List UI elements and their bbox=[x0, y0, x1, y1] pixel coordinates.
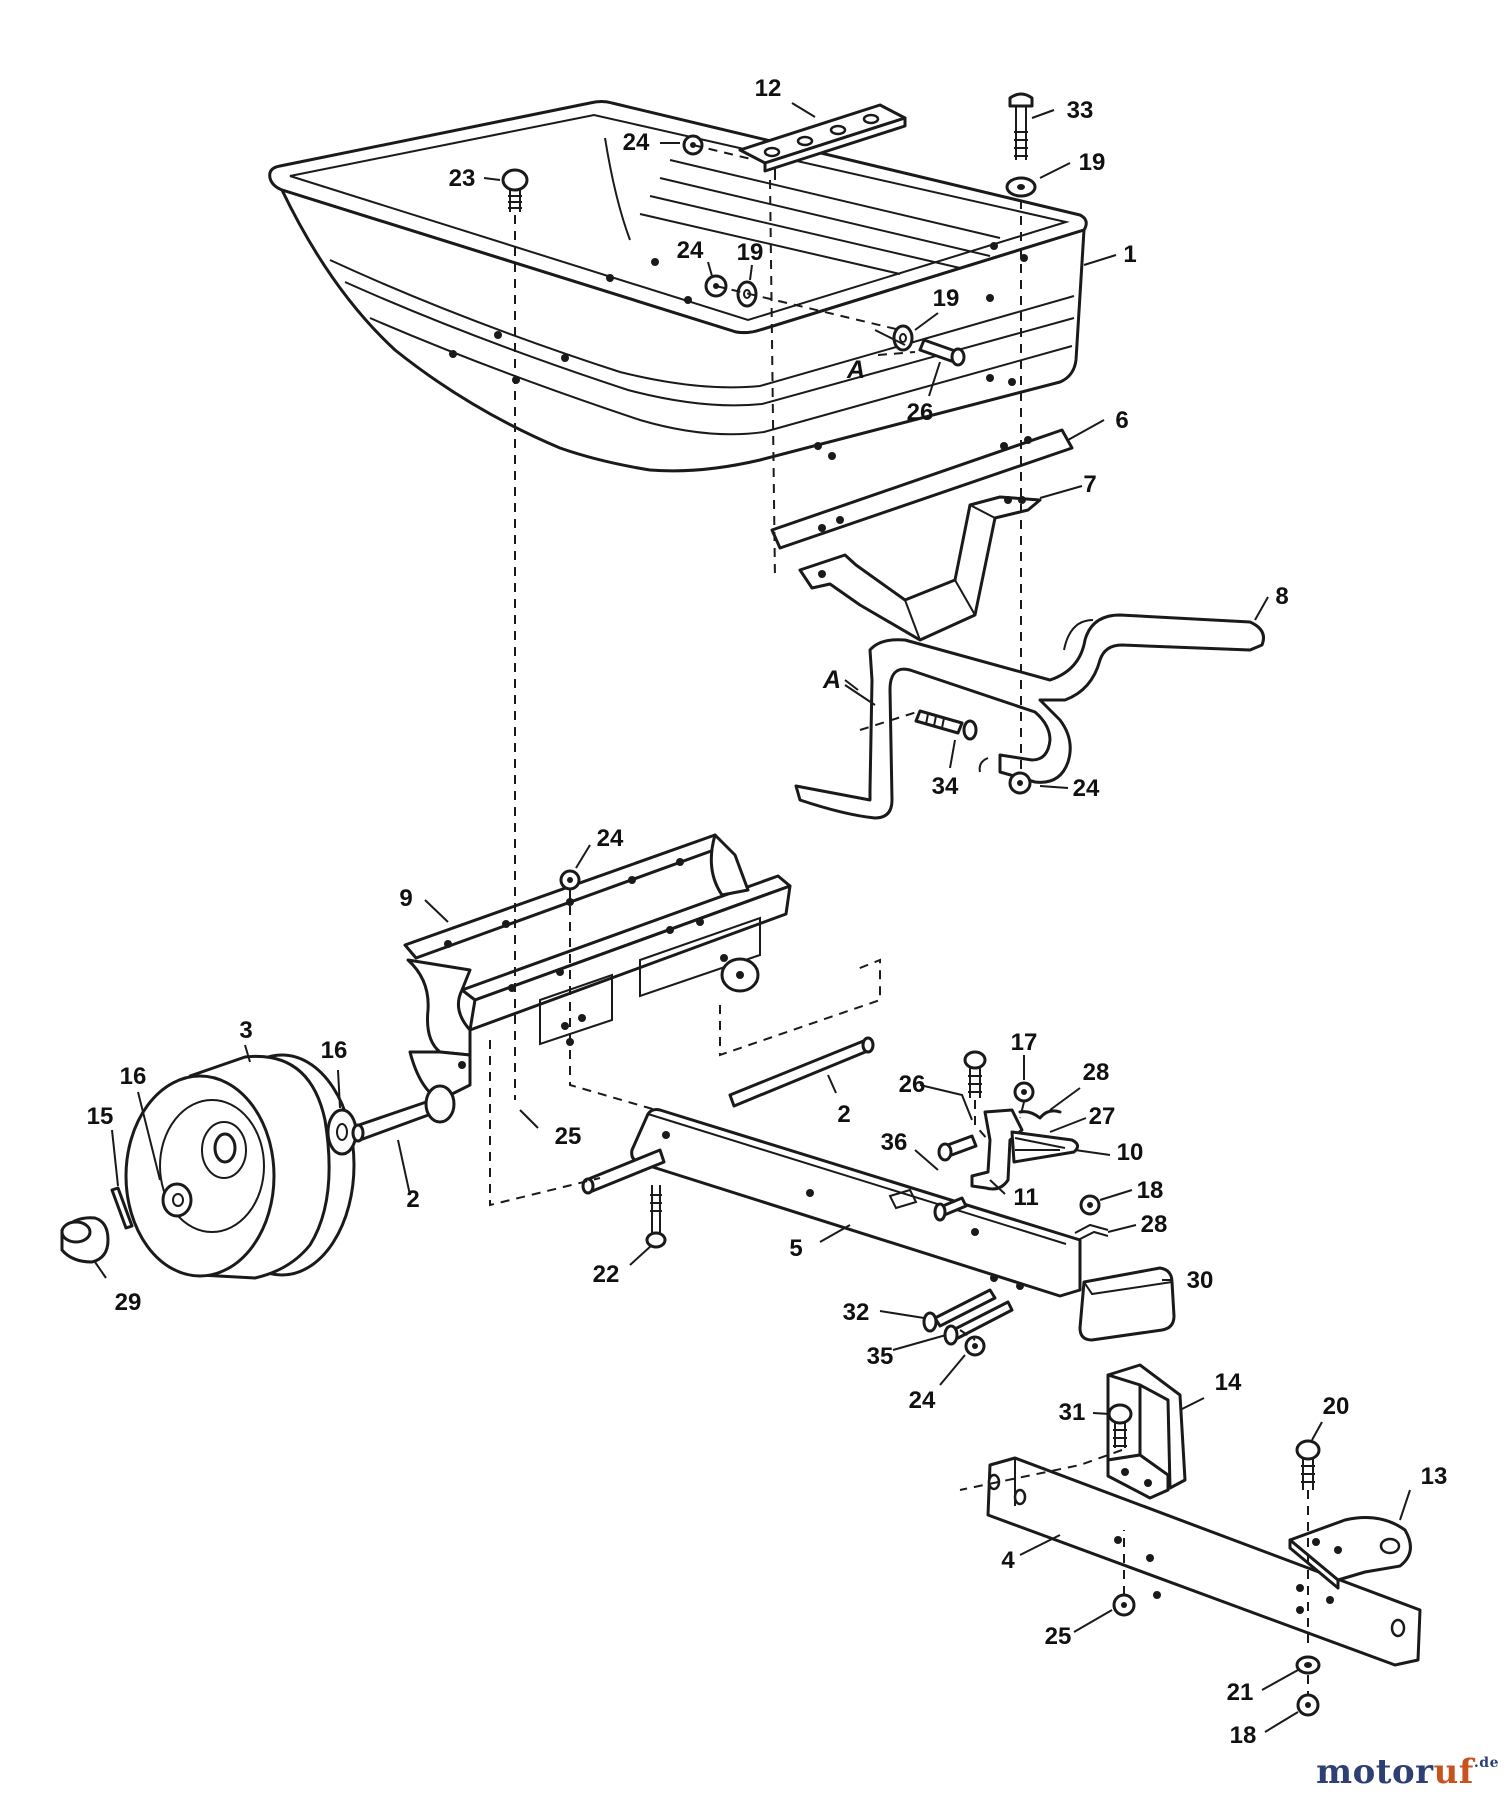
callout-19-mid: 19 bbox=[737, 239, 764, 266]
callout-20: 20 bbox=[1323, 1393, 1350, 1420]
callout-22: 22 bbox=[593, 1261, 620, 1288]
axle-2-left bbox=[351, 1084, 456, 1143]
callout-18-crossbar: 18 bbox=[1230, 1722, 1257, 1749]
strip-6 bbox=[770, 428, 1074, 550]
watermark-logo: motoruf.de bbox=[1316, 1752, 1499, 1792]
callout-28-upper: 28 bbox=[1083, 1059, 1110, 1086]
callout-24-frame: 24 bbox=[597, 825, 624, 852]
callout-16-hub: 16 bbox=[120, 1063, 147, 1090]
callout-30: 30 bbox=[1187, 1267, 1214, 1294]
latch-assembly bbox=[933, 1050, 1109, 1241]
callout-29: 29 bbox=[115, 1289, 142, 1316]
callout-2-right: 2 bbox=[837, 1101, 850, 1128]
callout-31: 31 bbox=[1059, 1399, 1086, 1426]
callout-26-latch: 26 bbox=[899, 1071, 926, 1098]
callout-13: 13 bbox=[1421, 1463, 1448, 1490]
callout-25-frame: 25 bbox=[555, 1123, 582, 1150]
cap-30 bbox=[1078, 1266, 1176, 1342]
reference-letter-a-handle: A bbox=[822, 666, 841, 694]
callout-8: 8 bbox=[1275, 583, 1288, 610]
watermark-brand-main: motor bbox=[1316, 1752, 1434, 1792]
callout-9: 9 bbox=[399, 885, 412, 912]
callout-6: 6 bbox=[1115, 407, 1128, 434]
callout-19-top: 19 bbox=[1079, 149, 1106, 176]
callout-23: 23 bbox=[449, 165, 476, 192]
plate-13 bbox=[1288, 1516, 1412, 1590]
callout-18-latch: 18 bbox=[1137, 1177, 1164, 1204]
reference-letter-a-hopper: A bbox=[846, 356, 865, 384]
crossbar-4 bbox=[986, 1456, 1422, 1667]
callout-21: 21 bbox=[1227, 1679, 1254, 1706]
leader-lines bbox=[94, 102, 1411, 1733]
callout-10: 10 bbox=[1117, 1139, 1144, 1166]
handle-hardware bbox=[914, 709, 1032, 795]
callout-25-crossbar: 25 bbox=[1045, 1623, 1072, 1650]
callout-15: 15 bbox=[87, 1103, 114, 1130]
callout-33: 33 bbox=[1067, 97, 1094, 124]
plate-12 bbox=[738, 103, 907, 180]
callout-19-right: 19 bbox=[933, 285, 960, 312]
lower-hardware bbox=[922, 1288, 1014, 1357]
hopper bbox=[268, 100, 1088, 473]
assembly-lines bbox=[489, 144, 1309, 1695]
callout-34: 34 bbox=[932, 773, 959, 800]
axle-2-right bbox=[728, 1036, 875, 1108]
callout-7: 7 bbox=[1083, 471, 1096, 498]
callout-5: 5 bbox=[789, 1235, 802, 1262]
callout-24-top: 24 bbox=[623, 129, 650, 156]
callout-14: 14 bbox=[1215, 1369, 1242, 1396]
callout-26-hopper: 26 bbox=[907, 399, 934, 426]
callout-3: 3 bbox=[239, 1017, 252, 1044]
callout-12: 12 bbox=[755, 75, 782, 102]
bracket-14 bbox=[1106, 1363, 1187, 1500]
callout-36: 36 bbox=[881, 1129, 908, 1156]
callout-4: 4 bbox=[1001, 1547, 1015, 1574]
watermark-brand-tld: .de bbox=[1473, 1755, 1499, 1771]
callout-labels: 12 33 24 19 23 1 24 19 19 26 6 7 8 34 24… bbox=[87, 75, 1448, 1749]
callout-24-tube: 24 bbox=[909, 1387, 936, 1414]
frame-9 bbox=[403, 833, 792, 1102]
callout-27: 27 bbox=[1089, 1103, 1116, 1130]
callout-1: 1 bbox=[1123, 241, 1136, 268]
callout-35: 35 bbox=[867, 1343, 894, 1370]
hub-hardware bbox=[60, 1108, 358, 1264]
callout-32: 32 bbox=[843, 1299, 870, 1326]
callout-11: 11 bbox=[1013, 1184, 1038, 1211]
callout-24-mid: 24 bbox=[677, 237, 704, 264]
tube-5 bbox=[581, 1108, 1082, 1298]
callout-2-left: 2 bbox=[406, 1186, 419, 1213]
handle-8 bbox=[794, 613, 1265, 820]
callout-16-washer: 16 bbox=[321, 1037, 348, 1064]
watermark-brand-accent: uf bbox=[1433, 1752, 1474, 1792]
bracket-7 bbox=[798, 495, 1042, 642]
callout-17: 17 bbox=[1011, 1029, 1038, 1056]
callout-28-lower: 28 bbox=[1141, 1211, 1168, 1238]
wheel-3 bbox=[124, 1053, 356, 1280]
callout-24-handle: 24 bbox=[1073, 775, 1100, 802]
